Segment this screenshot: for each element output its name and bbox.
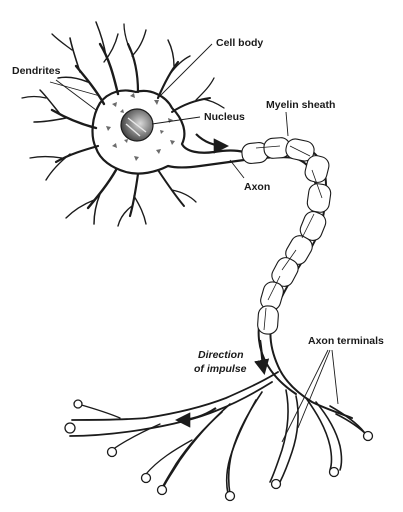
label-axon-terminals: Axon terminals [308,335,384,347]
label-cell-body: Cell body [216,37,263,49]
label-axon: Axon [244,181,270,193]
impulse-arrow-terminal [174,407,217,428]
label-direction-line1: Direction [198,349,244,361]
terminal-bulbs [64,399,374,502]
myelin-sheath [241,137,332,335]
label-dendrites: Dendrites [12,65,61,77]
label-nucleus: Nucleus [204,111,245,123]
leader-lines [49,43,339,443]
cell-body [91,89,246,175]
label-myelin-sheath: Myelin sheath [266,99,335,111]
nucleus-highlight [125,117,147,137]
dendrites [21,21,225,227]
impulse-arrow-axon [254,339,270,376]
impulse-arrow-soma [195,133,230,154]
label-direction-line2: of impulse [194,363,247,375]
axon-terminals [69,371,369,495]
cytoplasm-marks [106,93,175,161]
